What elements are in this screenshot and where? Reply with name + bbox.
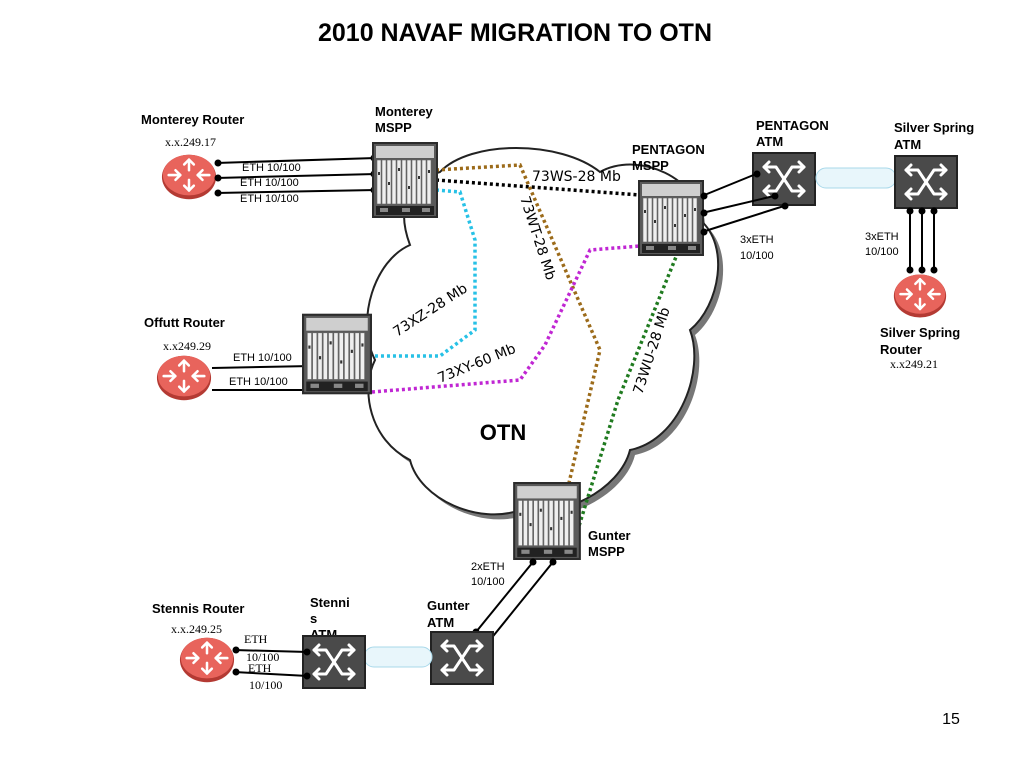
silver-spring-ports-1: 3xETH: [865, 231, 899, 243]
monterey-mspp-name-1: Monterey: [375, 104, 434, 119]
stennis-port-1-b: 10/100: [246, 650, 279, 664]
pentagon-atm-icon[interactable]: [752, 152, 816, 206]
stennis-port-2-b: 10/100: [249, 678, 282, 692]
silver-spring-eth-cables: [906, 207, 938, 274]
gunter-atm-icon[interactable]: [430, 631, 494, 685]
monterey-port-3: ETH 10/100: [240, 193, 299, 205]
offutt-router-icon[interactable]: [155, 354, 213, 402]
link-xy-line: [371, 244, 641, 394]
gunter-mspp-name-1: Gunter: [588, 528, 631, 543]
pentagon-mspp-icon[interactable]: [638, 180, 704, 256]
link-wt-line: [435, 163, 602, 501]
pentagon-ports-1: 3xETH: [740, 234, 774, 246]
stennis-eth-cables: [232, 646, 311, 680]
gunter-atm-name-1: Gunter: [427, 598, 470, 613]
page-title: 2010 NAVAF MIGRATION TO OTN: [318, 19, 712, 47]
monterey-router-ip: x.x.249.17: [165, 135, 216, 149]
offutt-mspp-icon[interactable]: [302, 313, 372, 395]
gunter-mspp-icon[interactable]: [512, 482, 582, 560]
atm-trunk-stennis-gunter: [363, 646, 433, 668]
page-number: 15: [942, 711, 960, 728]
pentagon-ports-2: 10/100: [740, 250, 774, 262]
stennis-atm-icon[interactable]: [302, 634, 366, 690]
silver-spring-atm-icon[interactable]: [894, 155, 958, 209]
monterey-mspp-name-2: MSPP: [375, 120, 412, 135]
pentagon-mspp-name-2: MSPP: [632, 158, 669, 173]
monterey-router-name: Monterey Router: [141, 112, 244, 127]
stennis-router-icon[interactable]: [178, 636, 236, 684]
offutt-router-ip: x.x249.29: [163, 339, 211, 353]
atm-trunk-pentagon-silver-spring: [815, 167, 897, 189]
silver-spring-router-ip: x.x249.21: [890, 357, 938, 371]
monterey-port-1: ETH 10/100: [242, 162, 301, 174]
monterey-mspp-icon[interactable]: [372, 142, 438, 218]
pentagon-eth-cables: [700, 170, 789, 236]
link-ws-line: [435, 178, 641, 197]
stennis-port-2-a: ETH: [248, 661, 272, 675]
stennis-router-ip: x.x.249.25: [171, 622, 222, 636]
gunter-atm-name-2: ATM: [427, 615, 454, 630]
pentagon-mspp-name-1: PENTAGON: [632, 142, 705, 157]
silver-spring-atm-name-1: Silver Spring: [894, 120, 974, 135]
offutt-port-2: ETH 10/100: [229, 376, 288, 388]
monterey-router-icon[interactable]: [160, 153, 218, 201]
monterey-port-2: ETH 10/100: [240, 177, 299, 189]
monterey-eth-cables: [214, 154, 378, 197]
offutt-router-name: Offutt Router: [144, 315, 225, 330]
offutt-port-1: ETH 10/100: [233, 352, 292, 364]
silver-spring-atm-name-2: ATM: [894, 137, 921, 152]
silver-spring-router-icon[interactable]: [892, 273, 948, 319]
stennis-router-name: Stennis Router: [152, 601, 244, 616]
gunter-ports-2: 10/100: [471, 576, 505, 588]
stennis-atm-name-2: s: [310, 611, 317, 626]
gunter-ports-1: 2xETH: [471, 561, 505, 573]
pentagon-atm-name-2: ATM: [756, 134, 783, 149]
silver-spring-router-name-2: Router: [880, 342, 922, 357]
silver-spring-router-name-1: Silver Spring: [880, 325, 960, 340]
stennis-port-1-a: ETH: [244, 632, 268, 646]
gunter-mspp-name-2: MSPP: [588, 544, 625, 559]
silver-spring-ports-2: 10/100: [865, 246, 899, 258]
pentagon-atm-name-1: PENTAGON: [756, 118, 829, 133]
link-ws-label: 73WS-28 Mb: [532, 169, 621, 185]
stennis-atm-name-1: Stenni: [310, 595, 350, 610]
link-xz-line: [372, 188, 477, 358]
cloud-label: OTN: [480, 420, 526, 445]
